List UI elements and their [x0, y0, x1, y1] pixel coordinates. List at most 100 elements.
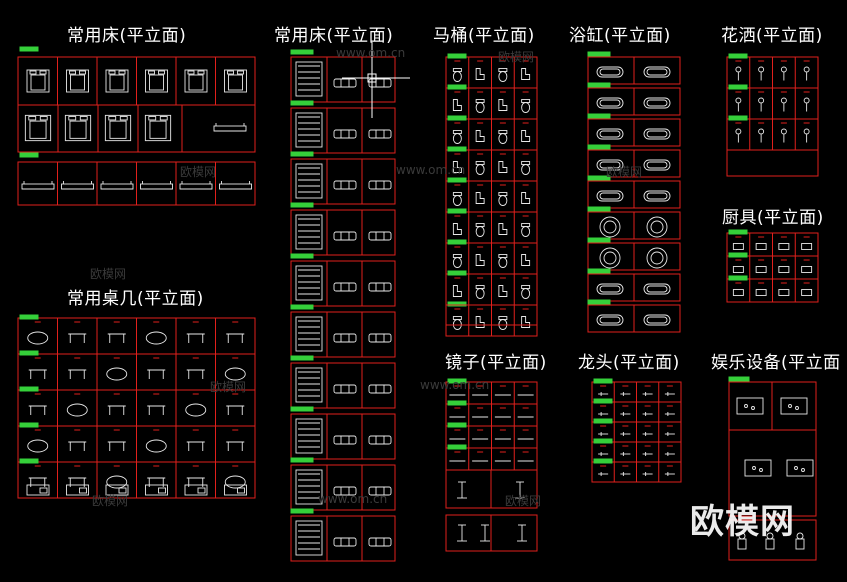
- shower-symbol: [780, 97, 787, 112]
- faucet-symbol: [620, 472, 631, 476]
- green-label-tag: [290, 457, 314, 463]
- faucet-symbol: [598, 412, 609, 416]
- shower-symbol: [758, 97, 765, 112]
- tableside-symbol: [147, 405, 166, 415]
- kitchen-symbol: [755, 243, 767, 250]
- faucet-symbol: [620, 452, 631, 456]
- green-label-tag: [19, 314, 39, 320]
- bed-elevation-row: [290, 515, 396, 562]
- kitchen-symbol: [732, 289, 744, 296]
- bedplan-symbol: [295, 367, 323, 403]
- green-label-tag: [290, 406, 314, 412]
- tableside-symbol: [28, 477, 47, 487]
- title-kitchen: 厨具(平立面): [722, 208, 824, 228]
- toiletside-symbol: [521, 192, 531, 204]
- kitchen-symbol: [755, 289, 767, 296]
- green-label-tag: [587, 82, 611, 88]
- sofa-symbol: [368, 282, 392, 292]
- tableside-symbol: [68, 441, 87, 451]
- tub-symbol: [596, 66, 624, 78]
- bedside-symbol: [21, 181, 55, 190]
- bed-elevation-row: [290, 464, 396, 511]
- green-label-tag: [447, 239, 467, 245]
- green-label-tag: [447, 84, 467, 90]
- sofa-symbol: [368, 486, 392, 496]
- green-label-tag: [447, 444, 467, 450]
- figure-symbol: [795, 532, 805, 550]
- shower-symbol: [803, 128, 810, 143]
- tableplan-symbol: [106, 475, 128, 489]
- tableplan-symbol: [66, 403, 88, 417]
- sofa-symbol: [333, 384, 357, 394]
- bed-symbol: [105, 69, 129, 93]
- watermark-brand: 欧模网: [505, 494, 542, 508]
- green-label-tag: [447, 270, 467, 276]
- desk-symbol: [105, 484, 129, 496]
- tub-symbol: [643, 159, 671, 171]
- sofa-symbol: [368, 435, 392, 445]
- tubround-symbol: [646, 247, 668, 269]
- kitchen-symbol: [732, 243, 744, 250]
- green-label-tag: [447, 208, 467, 214]
- green-label-tag: [593, 418, 613, 424]
- bed-elevation-row: [290, 260, 396, 307]
- kitchen-symbol: [801, 289, 813, 296]
- toiletside-symbol: [521, 68, 531, 80]
- tableside-symbol: [226, 333, 245, 343]
- green-label-tag: [593, 458, 613, 464]
- watermark-brand: 欧模网: [92, 494, 129, 508]
- toilet-symbol: [498, 254, 508, 268]
- green-label-tag: [728, 115, 748, 121]
- faucet-symbol: [598, 392, 609, 396]
- faucet-symbol: [664, 472, 675, 476]
- watermark-logo: 欧模网: [690, 502, 795, 542]
- toilet-symbol: [521, 285, 531, 299]
- green-label-tag: [19, 46, 39, 52]
- bedside-symbol: [140, 181, 173, 190]
- green-label-tag: [728, 252, 748, 258]
- tableside-symbol: [28, 405, 47, 415]
- tableplan-symbol: [185, 403, 207, 417]
- bedplan-symbol: [295, 61, 323, 97]
- watermark-brand: 欧模网: [498, 50, 535, 64]
- bed-elevation-row: [290, 413, 396, 460]
- green-label-tag: [290, 304, 314, 310]
- toilet-symbol: [452, 254, 462, 268]
- toiletside-symbol: [475, 316, 485, 328]
- toilet-symbol: [521, 161, 531, 175]
- tableside-symbol: [147, 477, 166, 487]
- tableside-symbol: [107, 333, 126, 343]
- bedside-symbol: [213, 123, 247, 132]
- tableside-symbol: [28, 369, 47, 379]
- shower-symbol: [803, 66, 810, 81]
- tableside-symbol: [147, 369, 166, 379]
- tub-symbol: [643, 314, 671, 326]
- sofa-symbol: [333, 231, 357, 241]
- tableplan-symbol: [106, 367, 128, 381]
- figure-symbol: [765, 532, 775, 550]
- toilet-symbol: [475, 223, 485, 237]
- faucet-symbol: [642, 392, 653, 396]
- bedplan-symbol: [295, 214, 323, 250]
- tableplan-symbol: [224, 475, 246, 489]
- sofa-symbol: [368, 333, 392, 343]
- watermark-site: www.om.cn: [420, 378, 490, 392]
- green-label-tag: [19, 458, 39, 464]
- tableplan-symbol: [145, 331, 167, 345]
- toiletside-symbol: [452, 99, 462, 111]
- bedplan-symbol: [295, 316, 323, 352]
- tableplan-symbol: [145, 439, 167, 453]
- green-label-tag: [587, 51, 611, 57]
- green-label-tag: [593, 438, 613, 444]
- toiletside-symbol: [498, 161, 508, 173]
- faucet-symbol: [598, 452, 609, 456]
- stand-symbol: [457, 524, 467, 542]
- watermark-brand: 欧模网: [90, 267, 127, 281]
- green-label-tag: [728, 275, 748, 281]
- shower-symbol: [780, 128, 787, 143]
- bed-symbol: [66, 69, 89, 93]
- tubround-symbol: [599, 216, 621, 238]
- faucet-symbol: [664, 412, 675, 416]
- bed-elevation-row: [290, 107, 396, 154]
